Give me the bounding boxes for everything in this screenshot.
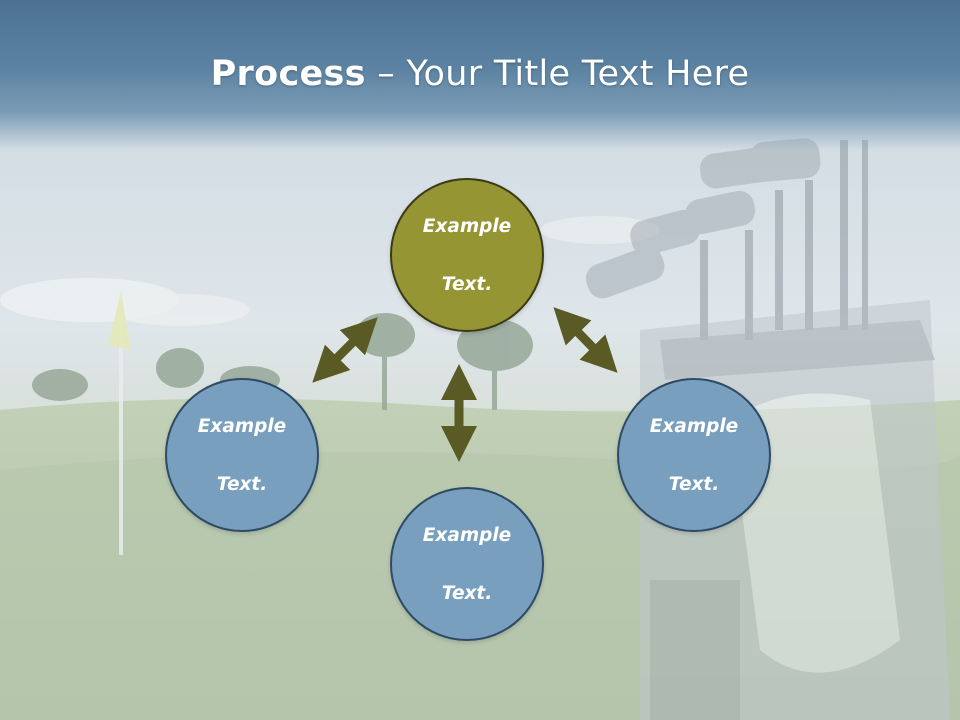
node-right-line1: Example xyxy=(649,415,739,437)
slide-title: Process – Your Title Text Here xyxy=(0,52,960,96)
node-top-line1: Example xyxy=(422,215,512,237)
node-left-line1: Example xyxy=(197,415,287,437)
node-top-line2: Text. xyxy=(441,273,493,295)
node-bottom-line1: Example xyxy=(422,524,512,546)
node-left-line2: Text. xyxy=(216,473,268,495)
title-rest-text: – Your Title Text Here xyxy=(365,54,750,94)
title-bold-text: Process xyxy=(210,54,366,94)
title-band xyxy=(0,0,960,150)
node-bottom-line2: Text. xyxy=(441,582,493,604)
node-right-line2: Text. xyxy=(668,473,720,495)
